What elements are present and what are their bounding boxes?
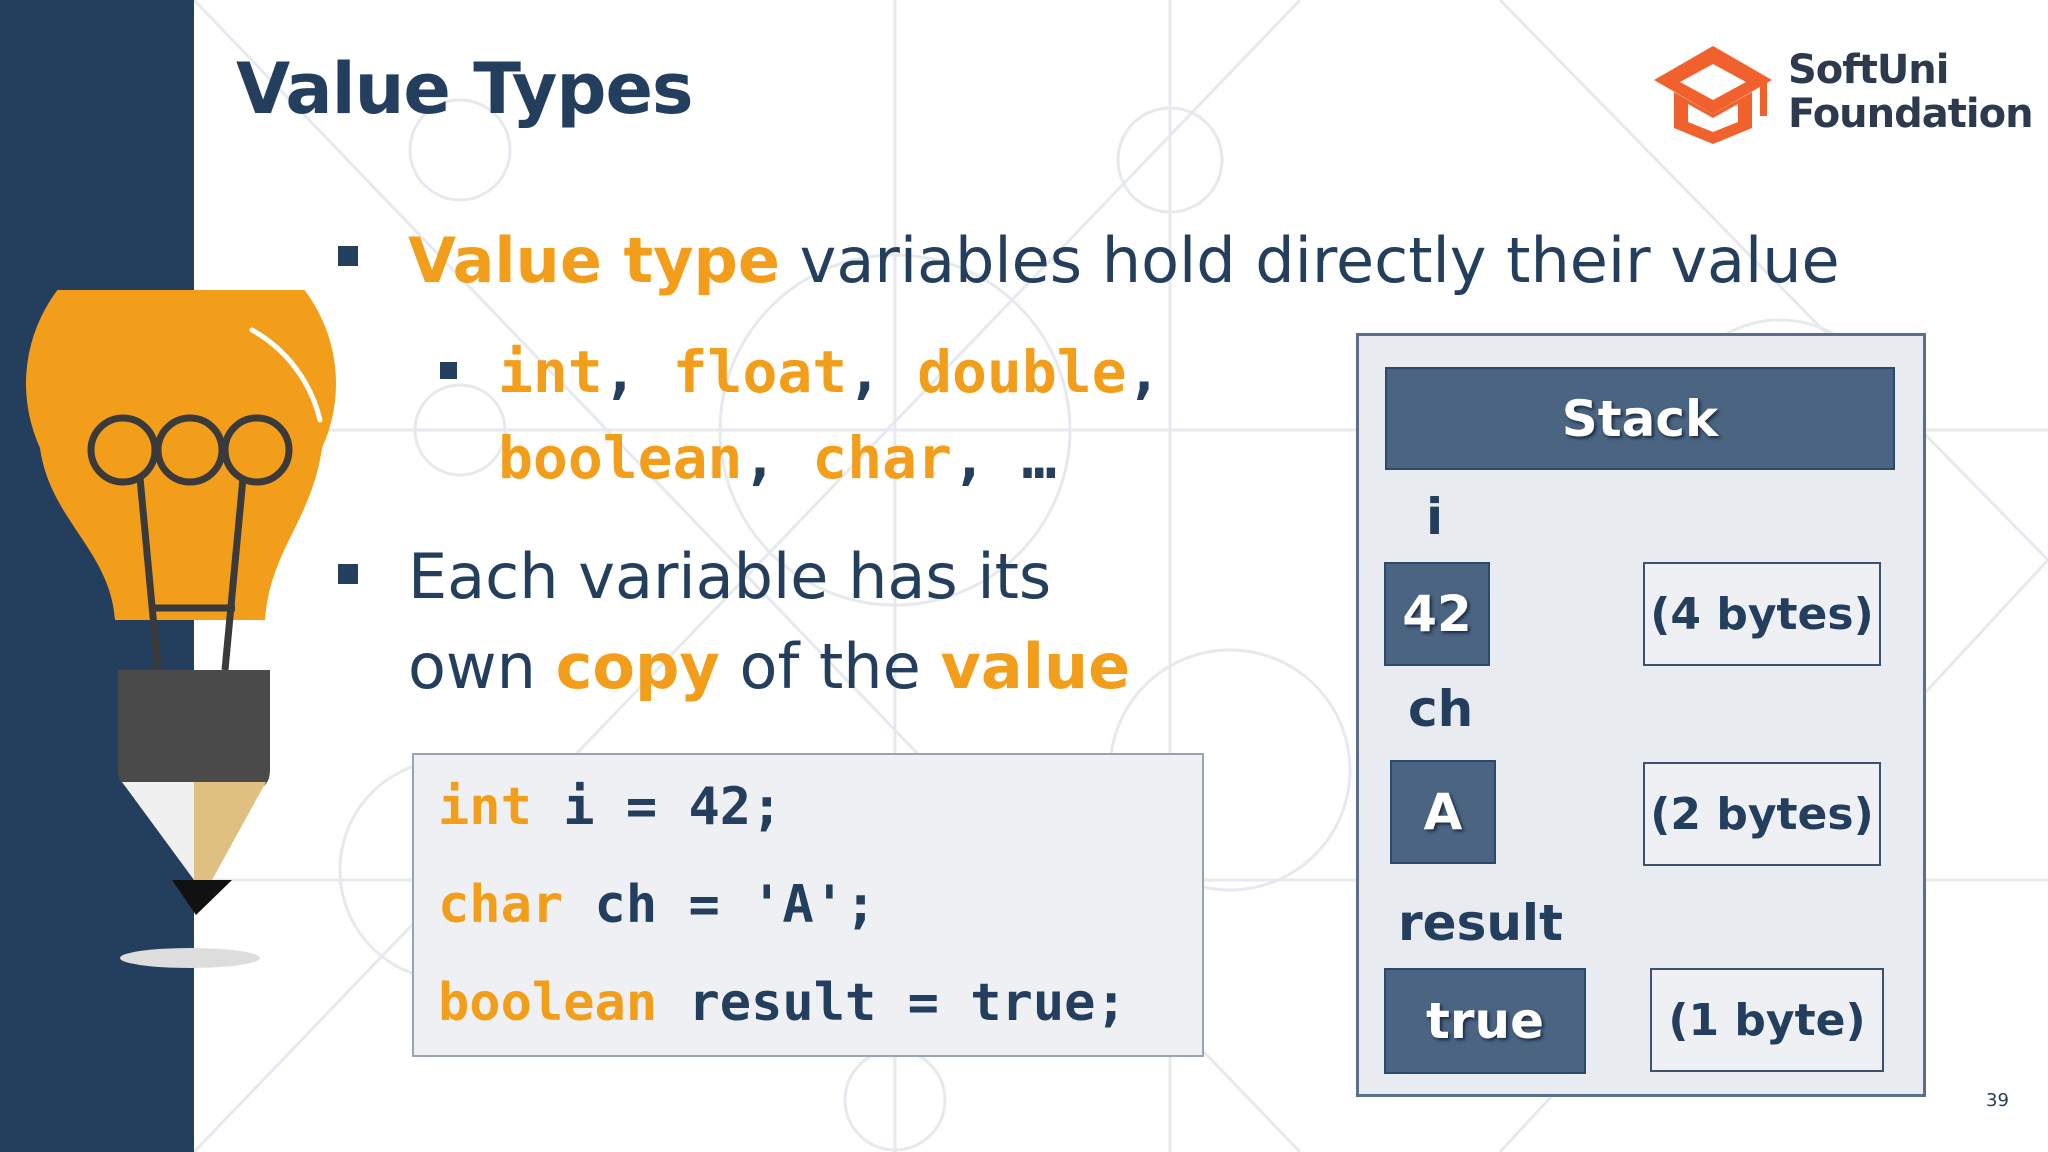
lightbulb-pencil-icon (26, 290, 336, 968)
slide-title: Value Types (236, 48, 694, 130)
code-box: int i = 42; char ch = 'A'; boolean resul… (412, 753, 1204, 1057)
var-name-ch: ch (1408, 680, 1474, 738)
bullet-value-types: Value type variables hold directly their… (408, 224, 1840, 297)
code-line-2: char ch = 'A'; (438, 875, 876, 935)
bullet-text: variables hold directly their value (779, 224, 1840, 297)
type-boolean: boolean (498, 424, 743, 492)
bullet-copy-line-1: Each variable has its (408, 540, 1052, 613)
var-size-i: (4 bytes) (1643, 562, 1881, 666)
var-size-result: (1 byte) (1650, 968, 1884, 1072)
type-double: double (917, 338, 1127, 406)
type-float: float (672, 338, 848, 406)
bullet-text: own (408, 630, 556, 703)
type-char: char (812, 424, 952, 492)
code-line-1: int i = 42; (438, 777, 782, 837)
var-value-result: true (1384, 968, 1586, 1074)
graduation-cap-icon (1654, 46, 1772, 144)
bullet-marker (338, 246, 358, 266)
sub-bullet-types-line-1: int, float, double, (498, 338, 1162, 406)
stack-header: Stack (1385, 367, 1895, 470)
page-number: 39 (1986, 1090, 2009, 1111)
softuni-logo: SoftUni Foundation (1648, 40, 2034, 150)
sub-bullet-types-line-2: boolean, char, … (498, 424, 1057, 492)
code-keyword: boolean (438, 973, 658, 1033)
code-text: result = true; (657, 973, 1127, 1033)
code-text: i = 42; (531, 777, 783, 837)
ellipsis: , … (951, 424, 1057, 492)
highlight-value-type: Value type (408, 224, 780, 297)
var-size-ch: (2 bytes) (1643, 762, 1881, 866)
highlight-copy: copy (555, 630, 720, 703)
bullet-copy-line-2: own copy of the value (408, 630, 1130, 703)
separator: , (742, 424, 813, 492)
code-keyword: int (438, 777, 532, 837)
bullet-marker (338, 564, 358, 584)
code-line-3: boolean result = true; (438, 973, 1127, 1033)
logo-line-1: SoftUni (1788, 47, 1949, 93)
separator: , (1126, 338, 1162, 406)
separator: , (602, 338, 673, 406)
var-name-i: i (1426, 488, 1444, 546)
var-value-ch: A (1390, 760, 1496, 864)
var-name-result: result (1398, 894, 1563, 952)
logo-line-2: Foundation (1788, 91, 2034, 137)
var-value-i: 42 (1384, 562, 1490, 666)
bullet-text: of the (719, 630, 941, 703)
code-text: ch = 'A'; (563, 875, 877, 935)
separator: , (847, 338, 918, 406)
code-keyword: char (438, 875, 564, 935)
type-int: int (498, 338, 603, 406)
highlight-value: value (940, 630, 1131, 703)
sub-bullet-marker (440, 362, 457, 379)
